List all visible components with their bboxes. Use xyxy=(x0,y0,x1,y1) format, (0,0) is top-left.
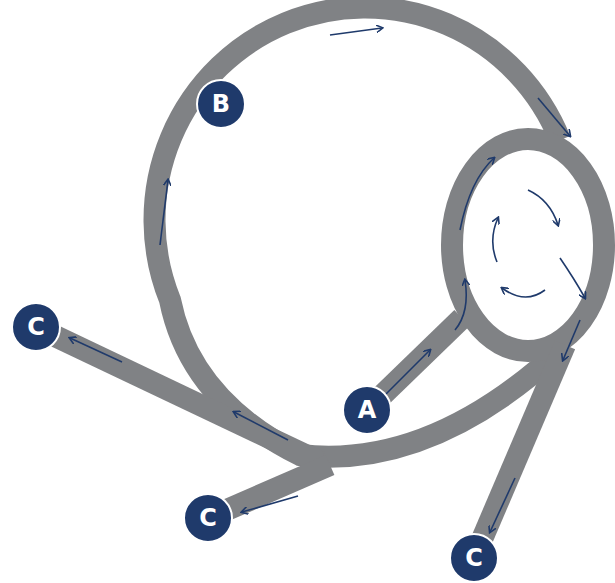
location-marker: A xyxy=(342,385,392,435)
marker-letter: A xyxy=(358,398,377,422)
direction-arrow xyxy=(460,158,494,230)
location-marker: C xyxy=(11,302,61,352)
direction-arrow xyxy=(502,288,545,297)
direction-arrow xyxy=(160,180,168,245)
exit-road xyxy=(36,327,320,462)
direction-arrow xyxy=(560,258,585,298)
direction-arrow xyxy=(490,478,515,532)
marker-letter: C xyxy=(465,546,483,570)
marker-letter: C xyxy=(27,315,45,339)
direction-arrow xyxy=(234,412,288,440)
direction-arrow xyxy=(385,350,430,395)
location-marker: C xyxy=(449,533,499,583)
location-marker: B xyxy=(196,79,246,129)
direction-arrow xyxy=(528,190,558,225)
marker-letter: B xyxy=(212,92,230,116)
direction-arrows xyxy=(70,28,585,532)
direction-arrow xyxy=(70,338,122,362)
loop-road xyxy=(155,8,560,457)
direction-arrow xyxy=(455,280,466,330)
direction-arrow xyxy=(493,218,498,262)
direction-arrow xyxy=(538,98,570,136)
road xyxy=(36,8,604,558)
direction-arrow xyxy=(242,496,298,512)
location-marker: C xyxy=(183,493,233,543)
exit-road xyxy=(474,345,565,558)
marker-letter: C xyxy=(199,506,217,530)
direction-arrow xyxy=(563,320,580,360)
direction-arrow xyxy=(330,28,382,35)
roundabout xyxy=(452,139,604,351)
